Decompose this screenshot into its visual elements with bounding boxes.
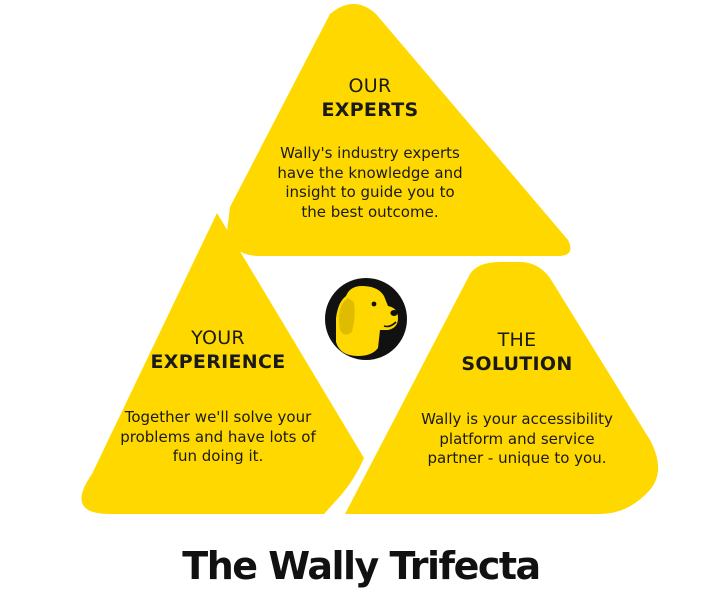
solution-heading: THE SOLUTION xyxy=(412,328,622,376)
experts-body: Wally's industry experts have the knowle… xyxy=(277,144,463,221)
right-triangle xyxy=(345,262,659,514)
solution-heading-line2: SOLUTION xyxy=(461,353,573,375)
left-triangle xyxy=(81,213,365,514)
solution-heading-line1: THE xyxy=(497,329,537,351)
experts-heading-line1: OUR xyxy=(348,75,392,97)
experts-heading: OUR EXPERTS xyxy=(266,74,474,122)
experience-heading-line1: YOUR xyxy=(191,327,245,349)
experience-heading: YOUR EXPERIENCE xyxy=(112,326,324,374)
experience-section: YOUR EXPERIENCE Together we'll solve you… xyxy=(112,326,324,467)
experience-body: Together we'll solve your problems and h… xyxy=(120,408,316,465)
experts-heading-line2: EXPERTS xyxy=(321,99,419,121)
top-triangle xyxy=(226,4,571,256)
center-logo xyxy=(325,278,407,360)
dog-head-icon xyxy=(336,286,398,356)
solution-body: Wally is your accessibility platform and… xyxy=(421,410,613,467)
experts-section: OUR EXPERTS Wally's industry experts hav… xyxy=(266,74,474,222)
experience-heading-line2: EXPERIENCE xyxy=(150,351,286,373)
solution-section: THE SOLUTION Wally is your accessibility… xyxy=(412,328,622,469)
page-title: The Wally Trifecta xyxy=(182,544,541,588)
